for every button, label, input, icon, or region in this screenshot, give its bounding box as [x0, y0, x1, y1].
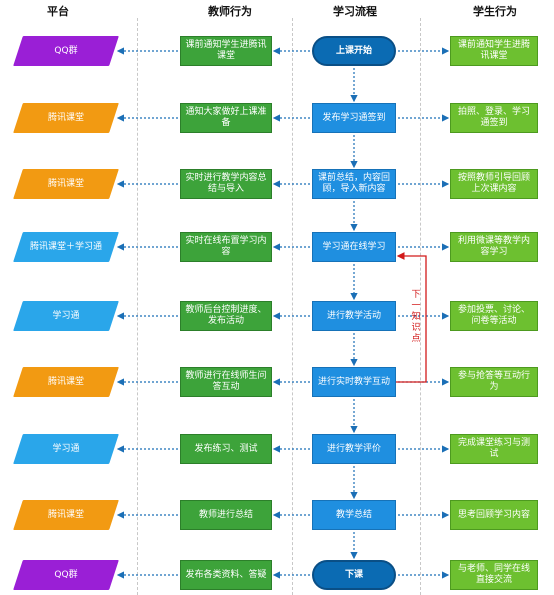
student-action-box: 参加投票、讨论、问卷等活动: [450, 301, 538, 331]
platform-shape: 腾讯课堂: [13, 169, 119, 199]
flow-step: 进行教学评价: [312, 434, 396, 464]
header-teacher: 教师行为: [208, 5, 252, 18]
flow-terminal: 上课开始: [312, 36, 396, 66]
student-action-box: 利用微课等教学内容学习: [450, 232, 538, 262]
loop-label: 下一知识点: [411, 290, 421, 344]
lane-divider: [292, 18, 293, 595]
flow-terminal: 下课: [312, 560, 396, 590]
platform-shape: 学习通: [13, 434, 119, 464]
platform-shape: 腾讯课堂: [13, 103, 119, 133]
flow-step: 发布学习通签到: [312, 103, 396, 133]
platform-shape: 腾讯课堂: [13, 367, 119, 397]
header-student: 学生行为: [473, 5, 517, 18]
flow-step: 学习通在线学习: [312, 232, 396, 262]
teacher-action-box: 通知大家做好上课准备: [180, 103, 272, 133]
flow-step: 教学总结: [312, 500, 396, 530]
teacher-action-box: 实时在线布置学习内容: [180, 232, 272, 262]
header-flow: 学习流程: [333, 5, 377, 18]
lane-divider: [137, 18, 138, 595]
platform-shape: 腾讯课堂: [13, 500, 119, 530]
teacher-action-box: 教师进行总结: [180, 500, 272, 530]
platform-label: 腾讯课堂: [47, 509, 84, 520]
teacher-action-box: 教师进行在线师生问答互动: [180, 367, 272, 397]
platform-label: QQ群: [54, 569, 78, 580]
platform-label: 学习通: [52, 310, 80, 321]
platform-label: QQ群: [54, 45, 78, 56]
platform-label: 腾讯课堂: [47, 376, 84, 387]
platform-shape: QQ群: [13, 560, 119, 590]
platform-shape: 腾讯课堂＋学习通: [13, 232, 119, 262]
student-action-box: 参与抢答等互动行为: [450, 367, 538, 397]
flow-step: 进行教学活动: [312, 301, 396, 331]
platform-label: 学习通: [52, 443, 80, 454]
flow-step: 课前总结，内容回顾，导入新内容: [312, 169, 396, 199]
student-action-box: 课前通知学生进腾讯课堂: [450, 36, 538, 66]
platform-label: 腾讯课堂＋学习通: [29, 241, 102, 252]
teacher-action-box: 课前通知学生进腾讯课堂: [180, 36, 272, 66]
student-action-box: 完成课堂练习与测试: [450, 434, 538, 464]
teacher-action-box: 发布练习、测试: [180, 434, 272, 464]
platform-shape: 学习通: [13, 301, 119, 331]
student-action-box: 思考回顾学习内容: [450, 500, 538, 530]
header-platform: 平台: [47, 5, 69, 18]
platform-shape: QQ群: [13, 36, 119, 66]
student-action-box: 与老师、同学在线直接交流: [450, 560, 538, 590]
teacher-action-box: 发布各类资料、答疑: [180, 560, 272, 590]
student-action-box: 按照教师引导回顾上次课内容: [450, 169, 538, 199]
flow-step: 进行实时教学互动: [312, 367, 396, 397]
student-action-box: 拍照、登录、学习通签到: [450, 103, 538, 133]
teacher-action-box: 教师后台控制进度、发布活动: [180, 301, 272, 331]
loop-back-arrow: [396, 252, 427, 383]
teacher-action-box: 实时进行教学内容总结与导入: [180, 169, 272, 199]
lane-divider: [420, 18, 421, 595]
platform-label: 腾讯课堂: [47, 178, 84, 189]
platform-label: 腾讯课堂: [47, 112, 84, 123]
